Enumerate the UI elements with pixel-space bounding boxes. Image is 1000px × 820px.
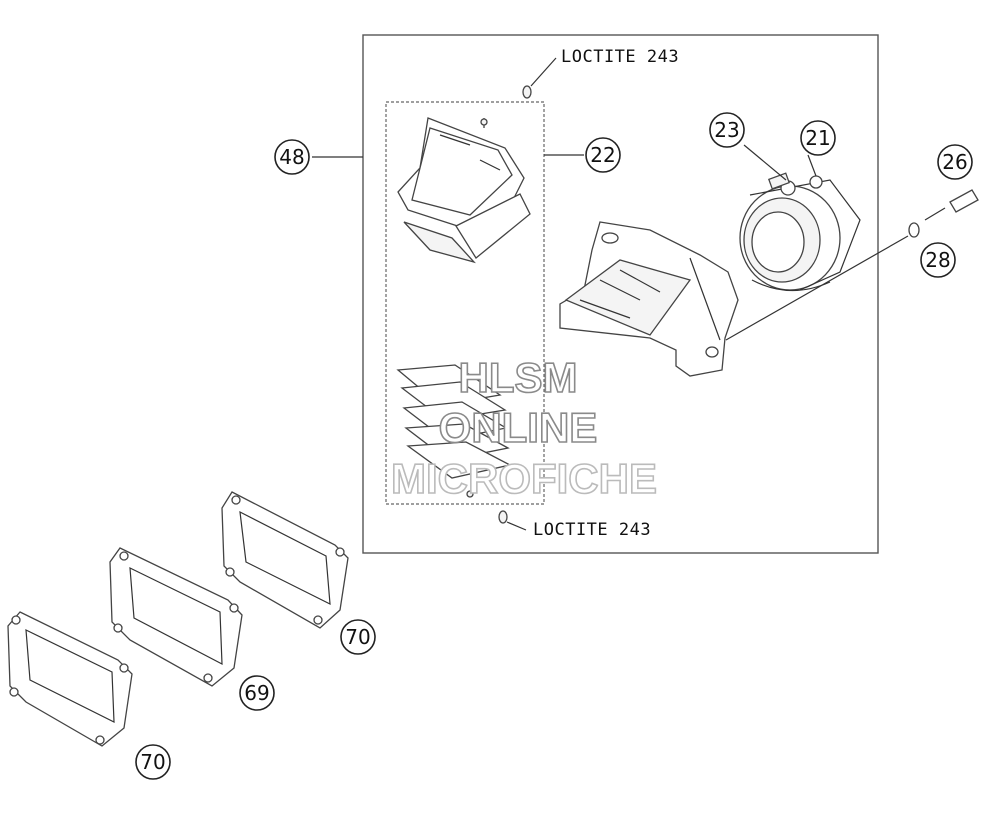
watermark-line-2: ONLINE — [439, 404, 598, 451]
callout-48-label: 48 — [279, 145, 304, 169]
leader-21 — [807, 154, 817, 177]
callout-21-label: 21 — [805, 126, 830, 150]
gasket-70-lower — [7, 611, 133, 747]
clamp-hardware — [767, 172, 823, 196]
callout-23-label: 23 — [714, 118, 739, 142]
callout-69-label: 69 — [244, 681, 269, 705]
loctite-note-top: LOCTITE 243 — [561, 47, 679, 67]
callout-26[interactable]: 26 — [937, 144, 973, 180]
reed-plate-top — [397, 117, 531, 264]
gasket-69 — [109, 547, 243, 687]
watermark-line-3: MICROFICHE — [391, 455, 657, 502]
screw-top — [480, 57, 557, 128]
leader-23 — [743, 144, 787, 181]
screw-bottom — [466, 490, 527, 531]
callout-70-upper-label: 70 — [345, 625, 370, 649]
callout-69[interactable]: 69 — [239, 675, 275, 711]
reed-petals-bottom — [396, 364, 512, 479]
bolt-and-washer — [725, 189, 979, 341]
watermark-line-1: HLSM — [459, 354, 578, 401]
callout-28-label: 28 — [925, 248, 950, 272]
intake-boot — [739, 179, 861, 292]
gasket-70-upper — [221, 491, 349, 629]
callout-70-upper[interactable]: 70 — [340, 619, 376, 655]
assembly-frame — [362, 34, 879, 554]
loctite-note-bottom: LOCTITE 243 — [533, 520, 651, 540]
callout-70-lower[interactable]: 70 — [135, 744, 171, 780]
callout-23[interactable]: 23 — [709, 112, 745, 148]
callout-22[interactable]: 22 — [585, 137, 621, 173]
callout-28[interactable]: 28 — [920, 242, 956, 278]
callout-26-label: 26 — [942, 150, 967, 174]
callout-48[interactable]: 48 — [274, 139, 310, 175]
callout-21[interactable]: 21 — [800, 120, 836, 156]
callout-70-lower-label: 70 — [140, 750, 165, 774]
reed-block-body — [559, 221, 739, 377]
callout-22-label: 22 — [590, 143, 615, 167]
